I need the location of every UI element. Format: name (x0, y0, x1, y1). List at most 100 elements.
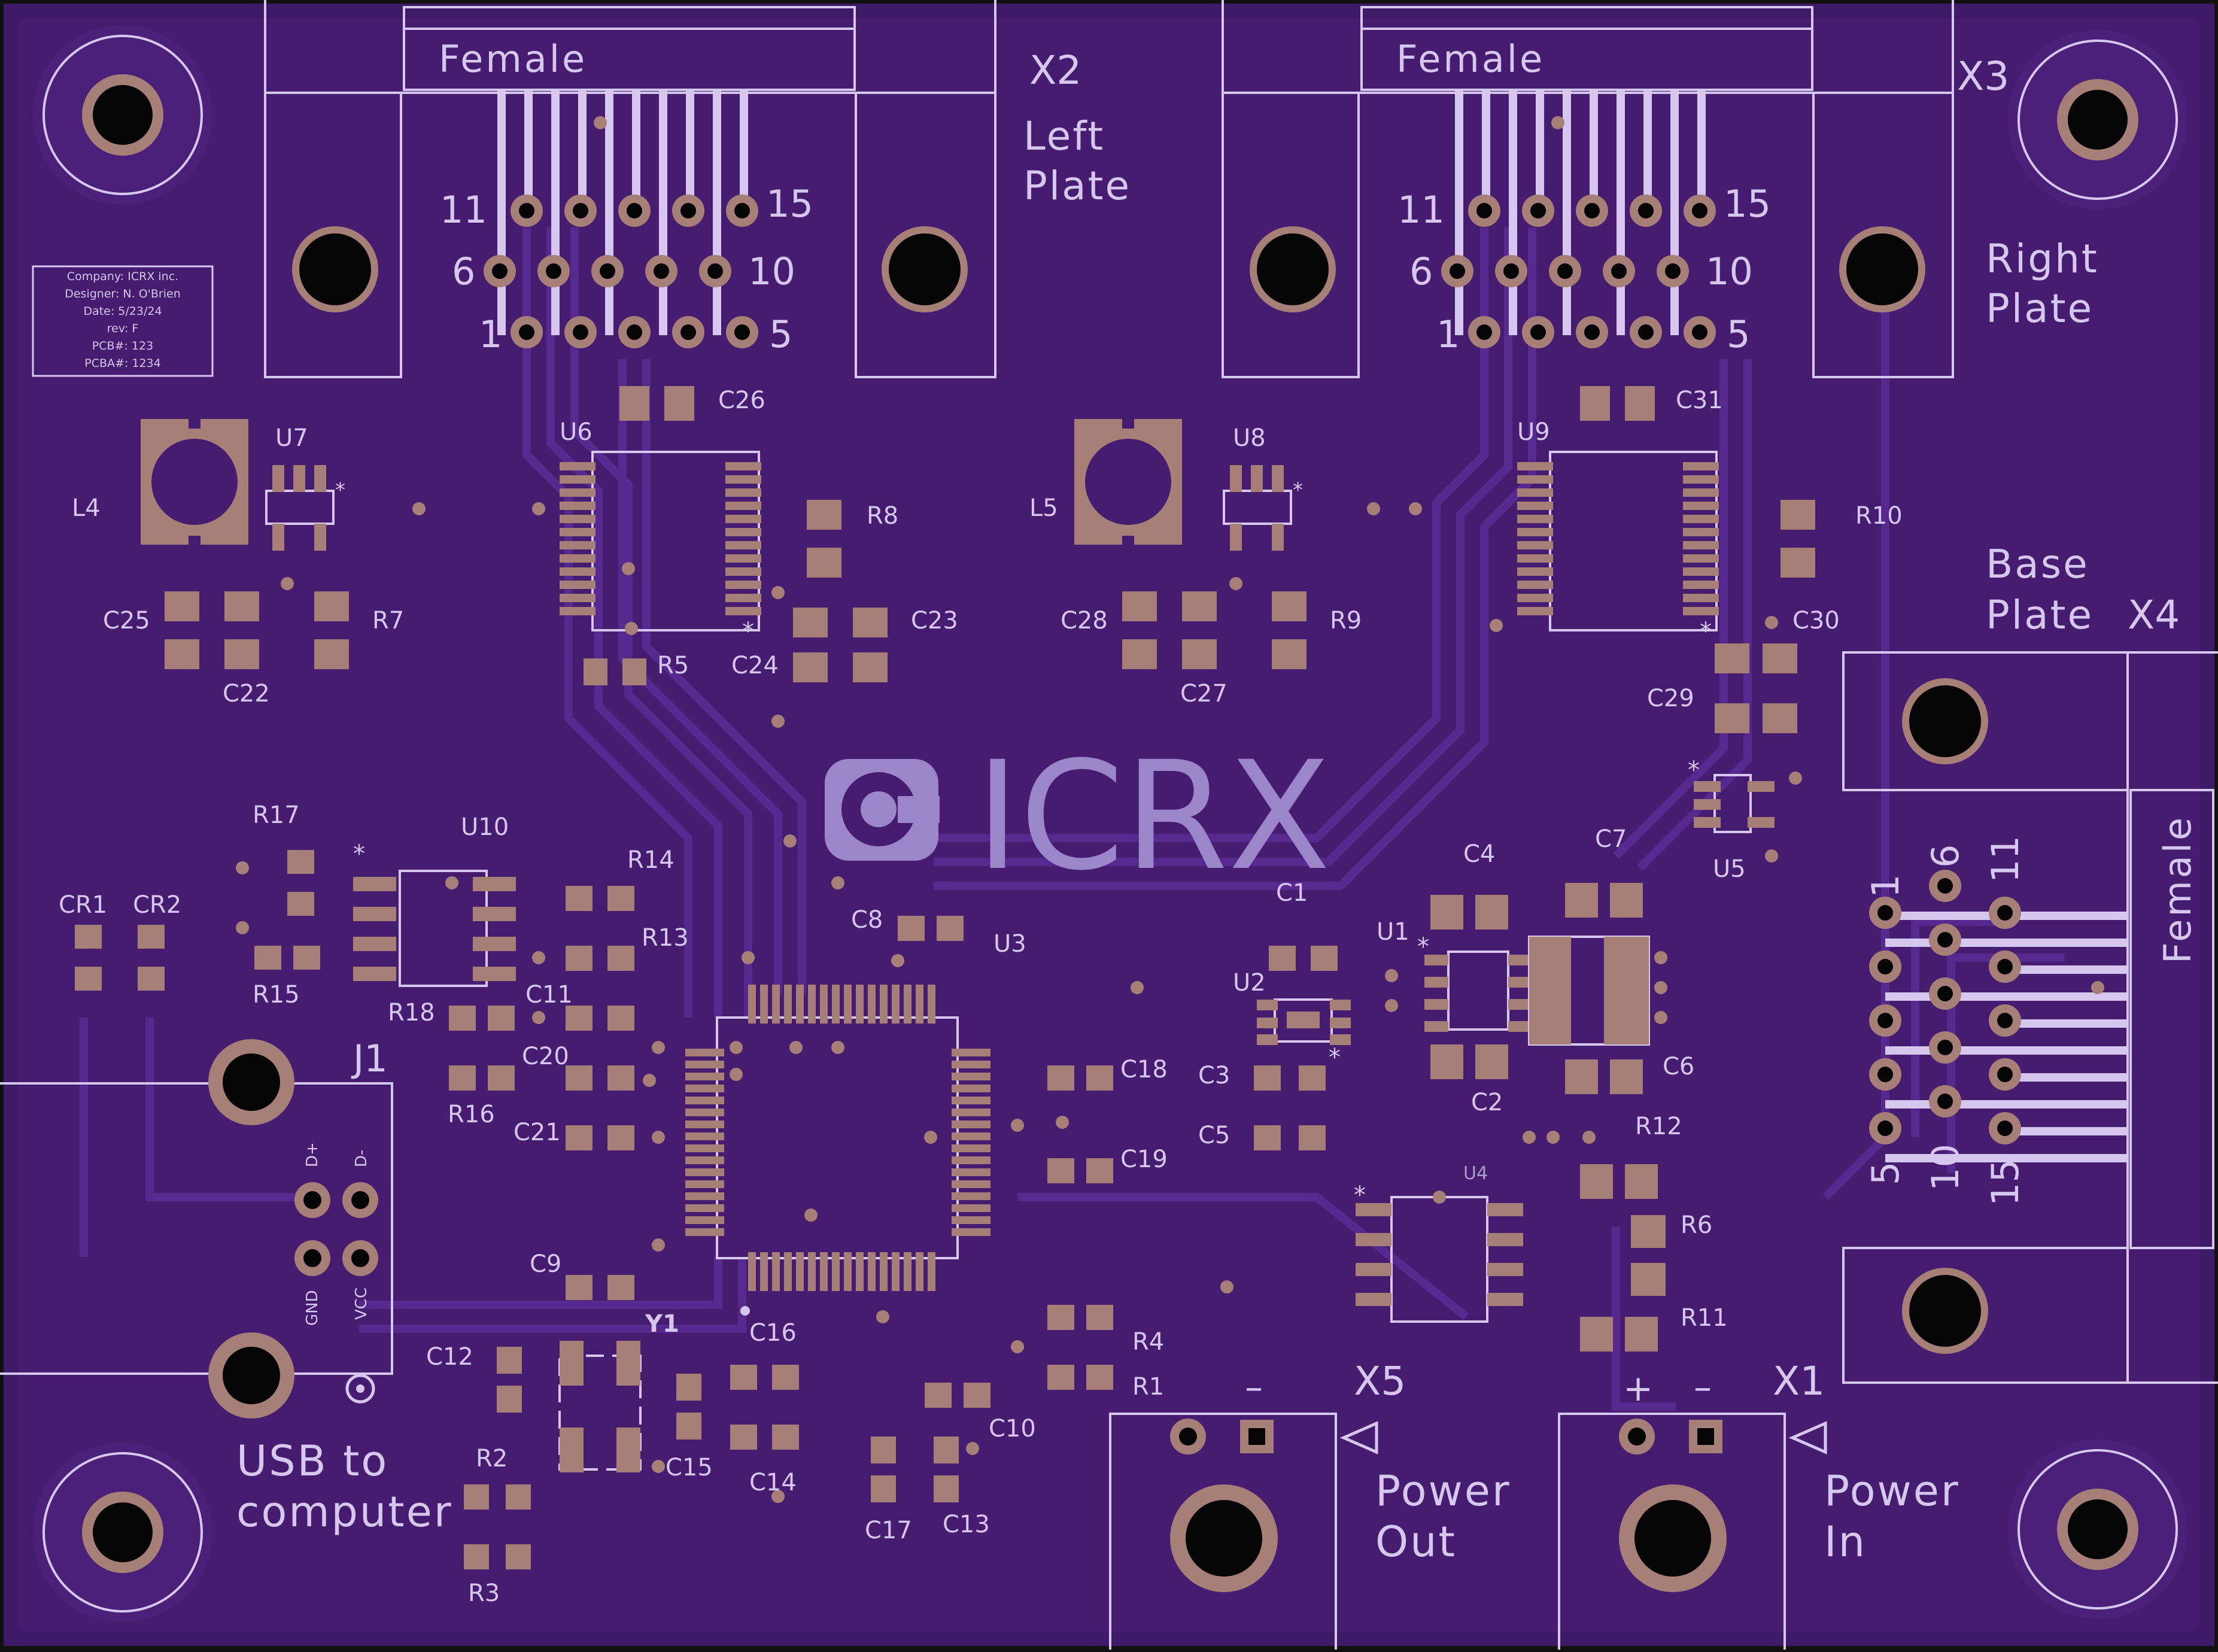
label-r14: R14 (627, 846, 674, 874)
ic-u5: U5 * (1688, 757, 1775, 883)
passive-pads (75, 386, 1815, 1569)
label-c15: C15 (666, 1454, 713, 1481)
u2-pin1-mark: * (1329, 1044, 1341, 1071)
u3-pads-left (685, 1049, 724, 1236)
label-c26: C26 (718, 387, 765, 414)
u5-label: U5 (1713, 855, 1746, 883)
x4-pin-15: 15 (1983, 1159, 2027, 1206)
label-c28: C28 (1061, 607, 1108, 634)
u6-pin1-mark: * (742, 618, 754, 645)
usb-gnd: GND (303, 1290, 321, 1326)
usb-d-plus: D+ (303, 1142, 321, 1167)
u6-label: U6 (560, 418, 593, 446)
label-c7: C7 (1595, 825, 1627, 853)
mounting-hole-br (2008, 1440, 2187, 1619)
u5-pin1-mark: * (1688, 757, 1700, 784)
x4-name-line2: Plate (1986, 592, 2094, 638)
u10-label: U10 (461, 813, 509, 841)
u10-pin1-mark: * (353, 840, 365, 868)
ic-u10: U10 * (353, 813, 516, 987)
label-c14: C14 (749, 1469, 797, 1496)
connector-x4: Base Plate X4 Female 1 6 11 5 10 15 (1842, 541, 2218, 1384)
label-r1: R1 (1132, 1373, 1164, 1401)
label-c4: C4 (1463, 840, 1495, 868)
u3-label: U3 (993, 930, 1026, 958)
connector-x3: Female 11 15 6 10 1 5 X3 Right Plate (1222, 0, 2097, 378)
label-c23: C23 (911, 607, 958, 634)
label-c10: C10 (989, 1415, 1036, 1443)
j1-name-line1: USB to (236, 1437, 388, 1486)
mounting-hole-bl (33, 1443, 212, 1622)
label-c8: C8 (851, 906, 883, 934)
x2-pin-1: 1 (479, 312, 502, 356)
label-r11: R11 (1681, 1304, 1728, 1332)
label-c3: C3 (1198, 1062, 1230, 1089)
x4-ref: X4 (2128, 592, 2180, 638)
x4-pin-11: 11 (1983, 836, 2027, 883)
label-c19: C19 (1120, 1146, 1168, 1173)
inductor-l5: L5 (1029, 413, 1182, 551)
info-date: Date: 5/23/24 (83, 305, 162, 318)
u8-label: U8 (1233, 424, 1266, 452)
logo-text: ICRX (976, 729, 1330, 903)
label-c24: C24 (731, 652, 779, 679)
info-company: Company: ICRX inc. (67, 270, 178, 283)
u3-pads-top (748, 985, 935, 1024)
ic-u1: U1 * (1377, 918, 1532, 1032)
connector-x1: + – X1 Power In (1558, 1358, 1960, 1650)
y1-label: Y1 (645, 1310, 679, 1338)
label-c2: C2 (1471, 1089, 1503, 1116)
u7-label: U7 (275, 424, 308, 452)
label-cr2: CR2 (133, 891, 181, 919)
usb-d-minus: D- (353, 1150, 370, 1167)
connector-x5: – X5 Power Out (1109, 1358, 1509, 1650)
x4-pin-5: 5 (1864, 1162, 1907, 1185)
x2-pin-15: 15 (766, 182, 813, 226)
label-r8: R8 (867, 502, 898, 530)
label-c11: C11 (525, 981, 573, 1009)
x1-name-line1: Power (1824, 1466, 1960, 1516)
info-rev: rev: F (107, 322, 139, 335)
x2-pin-11: 11 (440, 188, 487, 232)
icrx-logo: ICRX (825, 729, 1330, 903)
label-c21: C21 (514, 1119, 561, 1146)
u4-label: U4 (1463, 1163, 1488, 1184)
ic-u6: U6 * (560, 418, 761, 645)
label-c25: C25 (103, 607, 150, 634)
x2-name-line2: Plate (1023, 163, 1131, 209)
label-r17: R17 (253, 801, 300, 829)
x3-pin-15: 15 (1724, 182, 1771, 226)
l5-label: L5 (1029, 494, 1058, 522)
label-c12: C12 (426, 1343, 473, 1371)
label-c6: C6 (1663, 1053, 1694, 1080)
x4-gender-label: Female (2156, 815, 2199, 964)
label-c13: C13 (943, 1511, 990, 1538)
x1-name-line2: In (1824, 1517, 1867, 1566)
crystal-y1: Y1 (558, 1310, 679, 1472)
x5-ref: X5 (1354, 1358, 1406, 1404)
label-r10: R10 (1855, 502, 1903, 530)
j1-name-line2: computer (236, 1487, 453, 1536)
label-r13: R13 (642, 924, 689, 952)
label-c18: C18 (1120, 1056, 1168, 1083)
x4-pin-1: 1 (1864, 874, 1907, 898)
mounting-hole-tl (33, 25, 212, 205)
ic-u2: U2 * (1233, 969, 1351, 1071)
mounting-hole-tr (2008, 30, 2187, 209)
u9-label: U9 (1517, 418, 1550, 446)
u1-pin1-mark: * (1417, 933, 1429, 961)
usb-vcc: VCC (353, 1287, 370, 1320)
x1-minus: – (1694, 1366, 1712, 1408)
label-r9: R9 (1330, 607, 1362, 634)
x3-gender-label: Female (1396, 37, 1545, 81)
u8-pin1-mark: * (1293, 478, 1303, 502)
inductor-l4: L4 (72, 413, 248, 551)
label-c30: C30 (1792, 607, 1840, 634)
label-r16: R16 (448, 1101, 495, 1128)
x2-gender-label: Female (439, 37, 587, 81)
label-c29: C29 (1647, 685, 1694, 712)
x3-ref: X3 (1957, 53, 2009, 99)
x4-pin-10: 10 (1924, 1144, 1967, 1191)
mounting-holes (33, 25, 2187, 1622)
